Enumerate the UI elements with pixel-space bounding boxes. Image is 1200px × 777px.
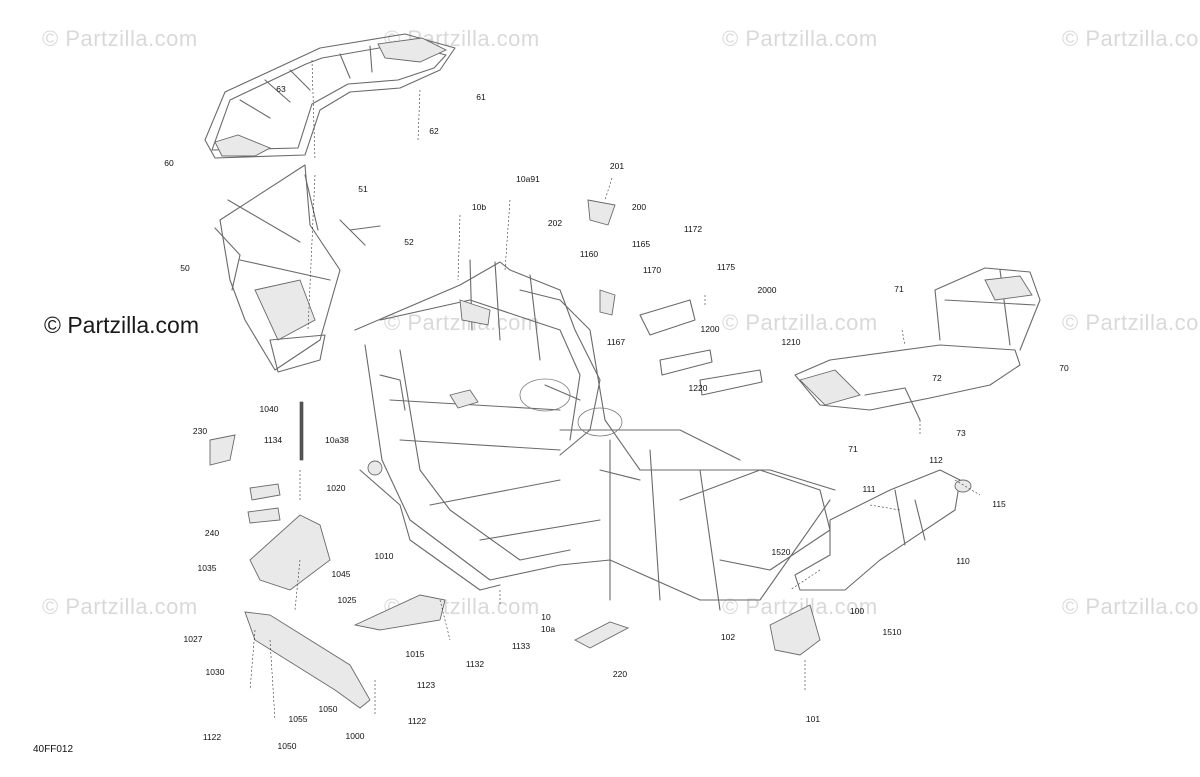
- callout-label: 112: [929, 455, 943, 465]
- callout-label: 63: [276, 84, 286, 94]
- callout-label: 1050: [318, 704, 338, 714]
- callout-label: 52: [404, 237, 414, 247]
- callout-label: 1200: [700, 324, 720, 334]
- watermark-text: © Partzilla.com: [42, 26, 198, 51]
- main-frame-illustration: [354, 259, 836, 611]
- callout-label: 10a38: [325, 435, 349, 445]
- watermark-text: © Partzilla.com: [722, 26, 878, 51]
- callout-label: 202: [547, 218, 563, 228]
- rear-rack-illustration: [794, 267, 1041, 421]
- callout-label: 51: [358, 184, 368, 194]
- callout-label: 1122: [202, 732, 222, 742]
- callout-label: 1172: [683, 224, 703, 234]
- callout-label: 10a91: [516, 174, 540, 184]
- callout-label: 50: [180, 263, 190, 273]
- callout-label: 71: [848, 444, 858, 454]
- callout-label: 1133: [511, 641, 531, 651]
- callout-label: 1134: [263, 435, 283, 445]
- callout-label: 10b: [471, 202, 487, 212]
- callout-label: 62: [429, 126, 439, 136]
- callout-label: 1160: [579, 249, 599, 259]
- callout-label: 1030: [205, 667, 225, 677]
- diagram-code: 40FF012: [33, 744, 74, 755]
- brand-watermark: © Partzilla.com: [44, 312, 199, 338]
- callout-label: 1165: [631, 239, 651, 249]
- callout-label: 200: [631, 202, 647, 212]
- callout-label: 201: [609, 161, 625, 171]
- callout-label: 70: [1059, 363, 1069, 373]
- callout-label: 110: [956, 556, 970, 566]
- callout-label: 1220: [688, 383, 708, 393]
- watermark-text: © Partzilla.com: [1062, 310, 1200, 335]
- callout-label: 72: [932, 373, 942, 383]
- callout-label: 1010: [374, 551, 394, 561]
- callout-label: 1000: [345, 731, 365, 741]
- callout-label: 1035: [197, 563, 217, 573]
- front-bumper-illustration: [214, 164, 381, 373]
- callout-label: 102: [720, 632, 736, 642]
- rear-bumper-illustration: [769, 469, 972, 656]
- callout-label: 1050: [277, 741, 297, 751]
- callout-label: 73: [956, 428, 966, 438]
- watermark-text: © Partzilla.com: [1062, 594, 1200, 619]
- callout-label: 1510: [882, 627, 902, 637]
- callout-label: 1132: [465, 659, 485, 669]
- callout-label: 10: [541, 612, 551, 622]
- callout-label: 1520: [771, 547, 791, 557]
- callout-label: 1175: [716, 262, 736, 272]
- callout-label: 10a: [540, 624, 556, 634]
- callout-label: 100: [849, 606, 865, 616]
- watermark-text: © Partzilla.com: [1062, 26, 1200, 51]
- callout-label: 61: [476, 92, 486, 102]
- leader-lines: [249, 59, 981, 721]
- callout-label: 1123: [416, 680, 436, 690]
- callout-label: 1170: [642, 265, 662, 275]
- callout-label: 1040: [259, 404, 279, 414]
- callout-label: 230: [192, 426, 208, 436]
- watermark-text: © Partzilla.com: [722, 310, 878, 335]
- callout-label: 1055: [288, 714, 308, 724]
- callout-label: 60: [164, 158, 174, 168]
- callout-label: 1027: [183, 634, 203, 644]
- lower-brackets-illustration: [209, 199, 763, 709]
- watermark-text: © Partzilla.com: [42, 594, 198, 619]
- callout-label: 1167: [606, 337, 626, 347]
- callout-label: 111: [862, 484, 876, 494]
- callout-label: 115: [992, 499, 1006, 509]
- callout-label: 1210: [781, 337, 801, 347]
- callout-label: 2000: [757, 285, 777, 295]
- callout-label: 101: [805, 714, 821, 724]
- callout-label: 240: [204, 528, 220, 538]
- callout-label: 1122: [407, 716, 427, 726]
- callout-label: 1025: [337, 595, 357, 605]
- callout-label: 1020: [326, 483, 346, 493]
- callout-label: 1045: [331, 569, 351, 579]
- callout-label: 1015: [405, 649, 425, 659]
- callout-label: 220: [612, 669, 628, 679]
- callout-label: 71: [894, 284, 904, 294]
- front-rack-illustration: [204, 33, 456, 159]
